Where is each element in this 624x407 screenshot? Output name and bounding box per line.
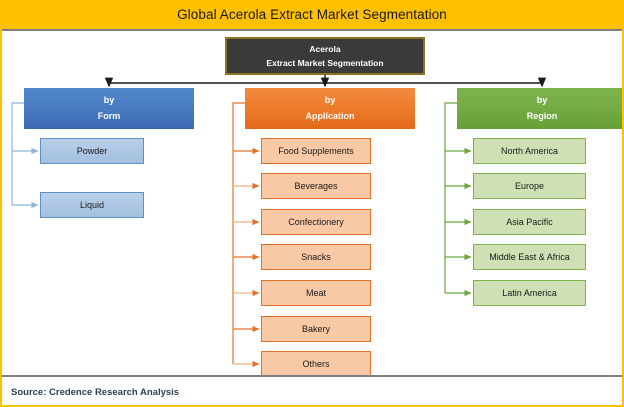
category-prefix: by [103,95,115,106]
leaf-node-beverages[interactable]: Beverages [261,173,371,199]
connector-lines [11,75,547,368]
category-label: Region [526,110,558,121]
root-node[interactable]: Acerola Extract Market Segmentation [225,37,425,75]
category-header-application[interactable]: by Application [245,88,415,129]
category-prefix: by [324,95,336,106]
category-header-form[interactable]: by Form [24,88,194,129]
leaf-node-europe[interactable]: Europe [473,173,586,199]
diagram-canvas: Acerola Extract Market Segmentation by F… [2,33,622,377]
leaf-node-confectionery[interactable]: Confectionery [261,209,371,235]
root-node-line1: Acerola [309,43,341,54]
leaf-node-middle-east-africa[interactable]: Middle East & Africa [473,244,586,270]
page-title-bar: Global Acerola Extract Market Segmentati… [2,2,622,31]
leaf-node-others[interactable]: Others [261,351,371,377]
source-footer: Source: Credence Research Analysis [2,375,622,405]
leaf-node-snacks[interactable]: Snacks [261,244,371,270]
category-label: Form [97,110,121,121]
leaf-node-north-america[interactable]: North America [473,138,586,164]
leaf-node-food-supplements[interactable]: Food Supplements [261,138,371,164]
category-label: Application [305,110,355,121]
leaf-node-liquid[interactable]: Liquid [40,192,144,218]
leaf-node-latin-america[interactable]: Latin America [473,280,586,306]
leaf-node-bakery[interactable]: Bakery [261,316,371,342]
category-prefix: by [536,95,548,106]
page-title: Global Acerola Extract Market Segmentati… [177,7,447,22]
category-header-region[interactable]: by Region [457,88,622,129]
root-node-line2: Extract Market Segmentation [266,57,384,68]
source-text: Source: Credence Research Analysis [11,386,180,398]
leaf-node-asia-pacific[interactable]: Asia Pacific [473,209,586,235]
leaf-node-meat[interactable]: Meat [261,280,371,306]
leaf-node-powder[interactable]: Powder [40,138,144,164]
